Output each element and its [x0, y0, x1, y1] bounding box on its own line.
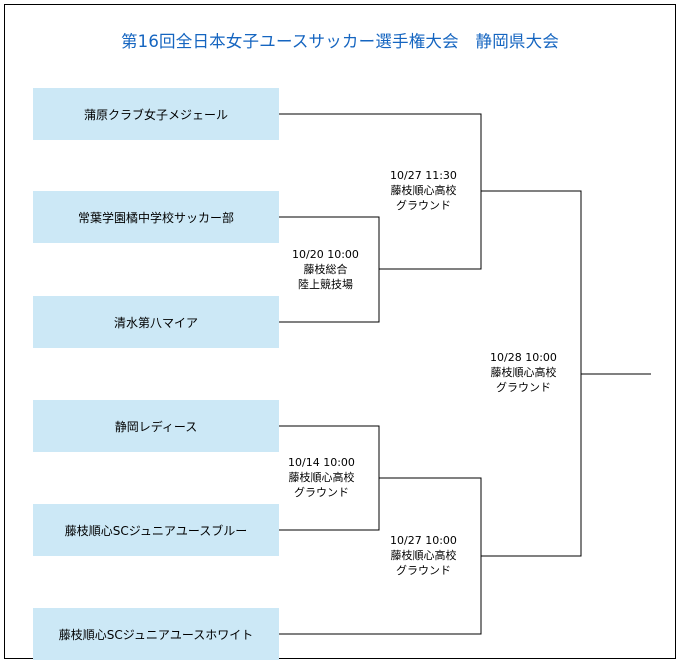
match-datetime: 10/20 10:00	[292, 248, 359, 261]
bracket-line-match1-winner	[379, 191, 482, 270]
match-venue: 藤枝順心高校	[490, 366, 557, 379]
team-box-2: 常葉学園橘中学校サッカー部	[33, 191, 279, 243]
match-venue: グラウンド	[293, 486, 349, 499]
match-datetime: 10/14 10:00	[288, 456, 355, 469]
team-box-4: 静岡レディース	[33, 400, 279, 452]
team-box-1: 蒲原クラブ女子メジェール	[33, 88, 279, 140]
match-datetime: 10/28 10:00	[490, 351, 557, 364]
match-venue: 藤枝順心高校	[390, 549, 457, 562]
page-title: 第16回全日本女子ユースサッカー選手権大会 静岡県大会	[120, 32, 560, 51]
match-venue: グラウンド	[495, 381, 551, 394]
bracket-frame	[4, 4, 676, 659]
match-label-final: 10/28 10:00 藤枝順心高校 グラウンド	[488, 350, 559, 395]
match-venue: グラウンド	[395, 199, 451, 212]
match-venue: 藤枝総合	[303, 263, 348, 276]
bracket-line-semifinal2-winner	[481, 374, 582, 557]
team-box-3: 清水第八マイア	[33, 296, 279, 348]
bracket-line-team5	[279, 478, 380, 531]
match-venue: 陸上競技場	[297, 278, 353, 291]
bracket-line-team3	[279, 269, 380, 323]
team-box-5: 藤枝順心SCジュニアユースブルー	[33, 504, 279, 556]
team-box-6: 藤枝順心SCジュニアユースホワイト	[33, 608, 279, 660]
match-venue: グラウンド	[395, 564, 451, 577]
bracket-line-team2	[279, 216, 380, 269]
match-label-semifinal-2: 10/27 10:00 藤枝順心高校 グラウンド	[388, 533, 459, 578]
match-label-round1-a: 10/20 10:00 藤枝総合 陸上競技場	[290, 247, 361, 292]
bracket-line-team6	[279, 556, 482, 635]
match-venue: 藤枝順心高校	[288, 471, 355, 484]
bracket-line-semifinal1-winner	[481, 190, 582, 374]
match-label-semifinal-1: 10/27 11:30 藤枝順心高校 グラウンド	[388, 168, 459, 213]
bracket-line-team1	[279, 113, 482, 191]
bracket-line-team4	[279, 425, 380, 478]
match-datetime: 10/27 11:30	[390, 169, 457, 182]
match-label-round1-b: 10/14 10:00 藤枝順心高校 グラウンド	[286, 455, 357, 500]
match-datetime: 10/27 10:00	[390, 534, 457, 547]
match-venue: 藤枝順心高校	[390, 184, 457, 197]
bracket-line-match2-winner	[379, 477, 482, 556]
